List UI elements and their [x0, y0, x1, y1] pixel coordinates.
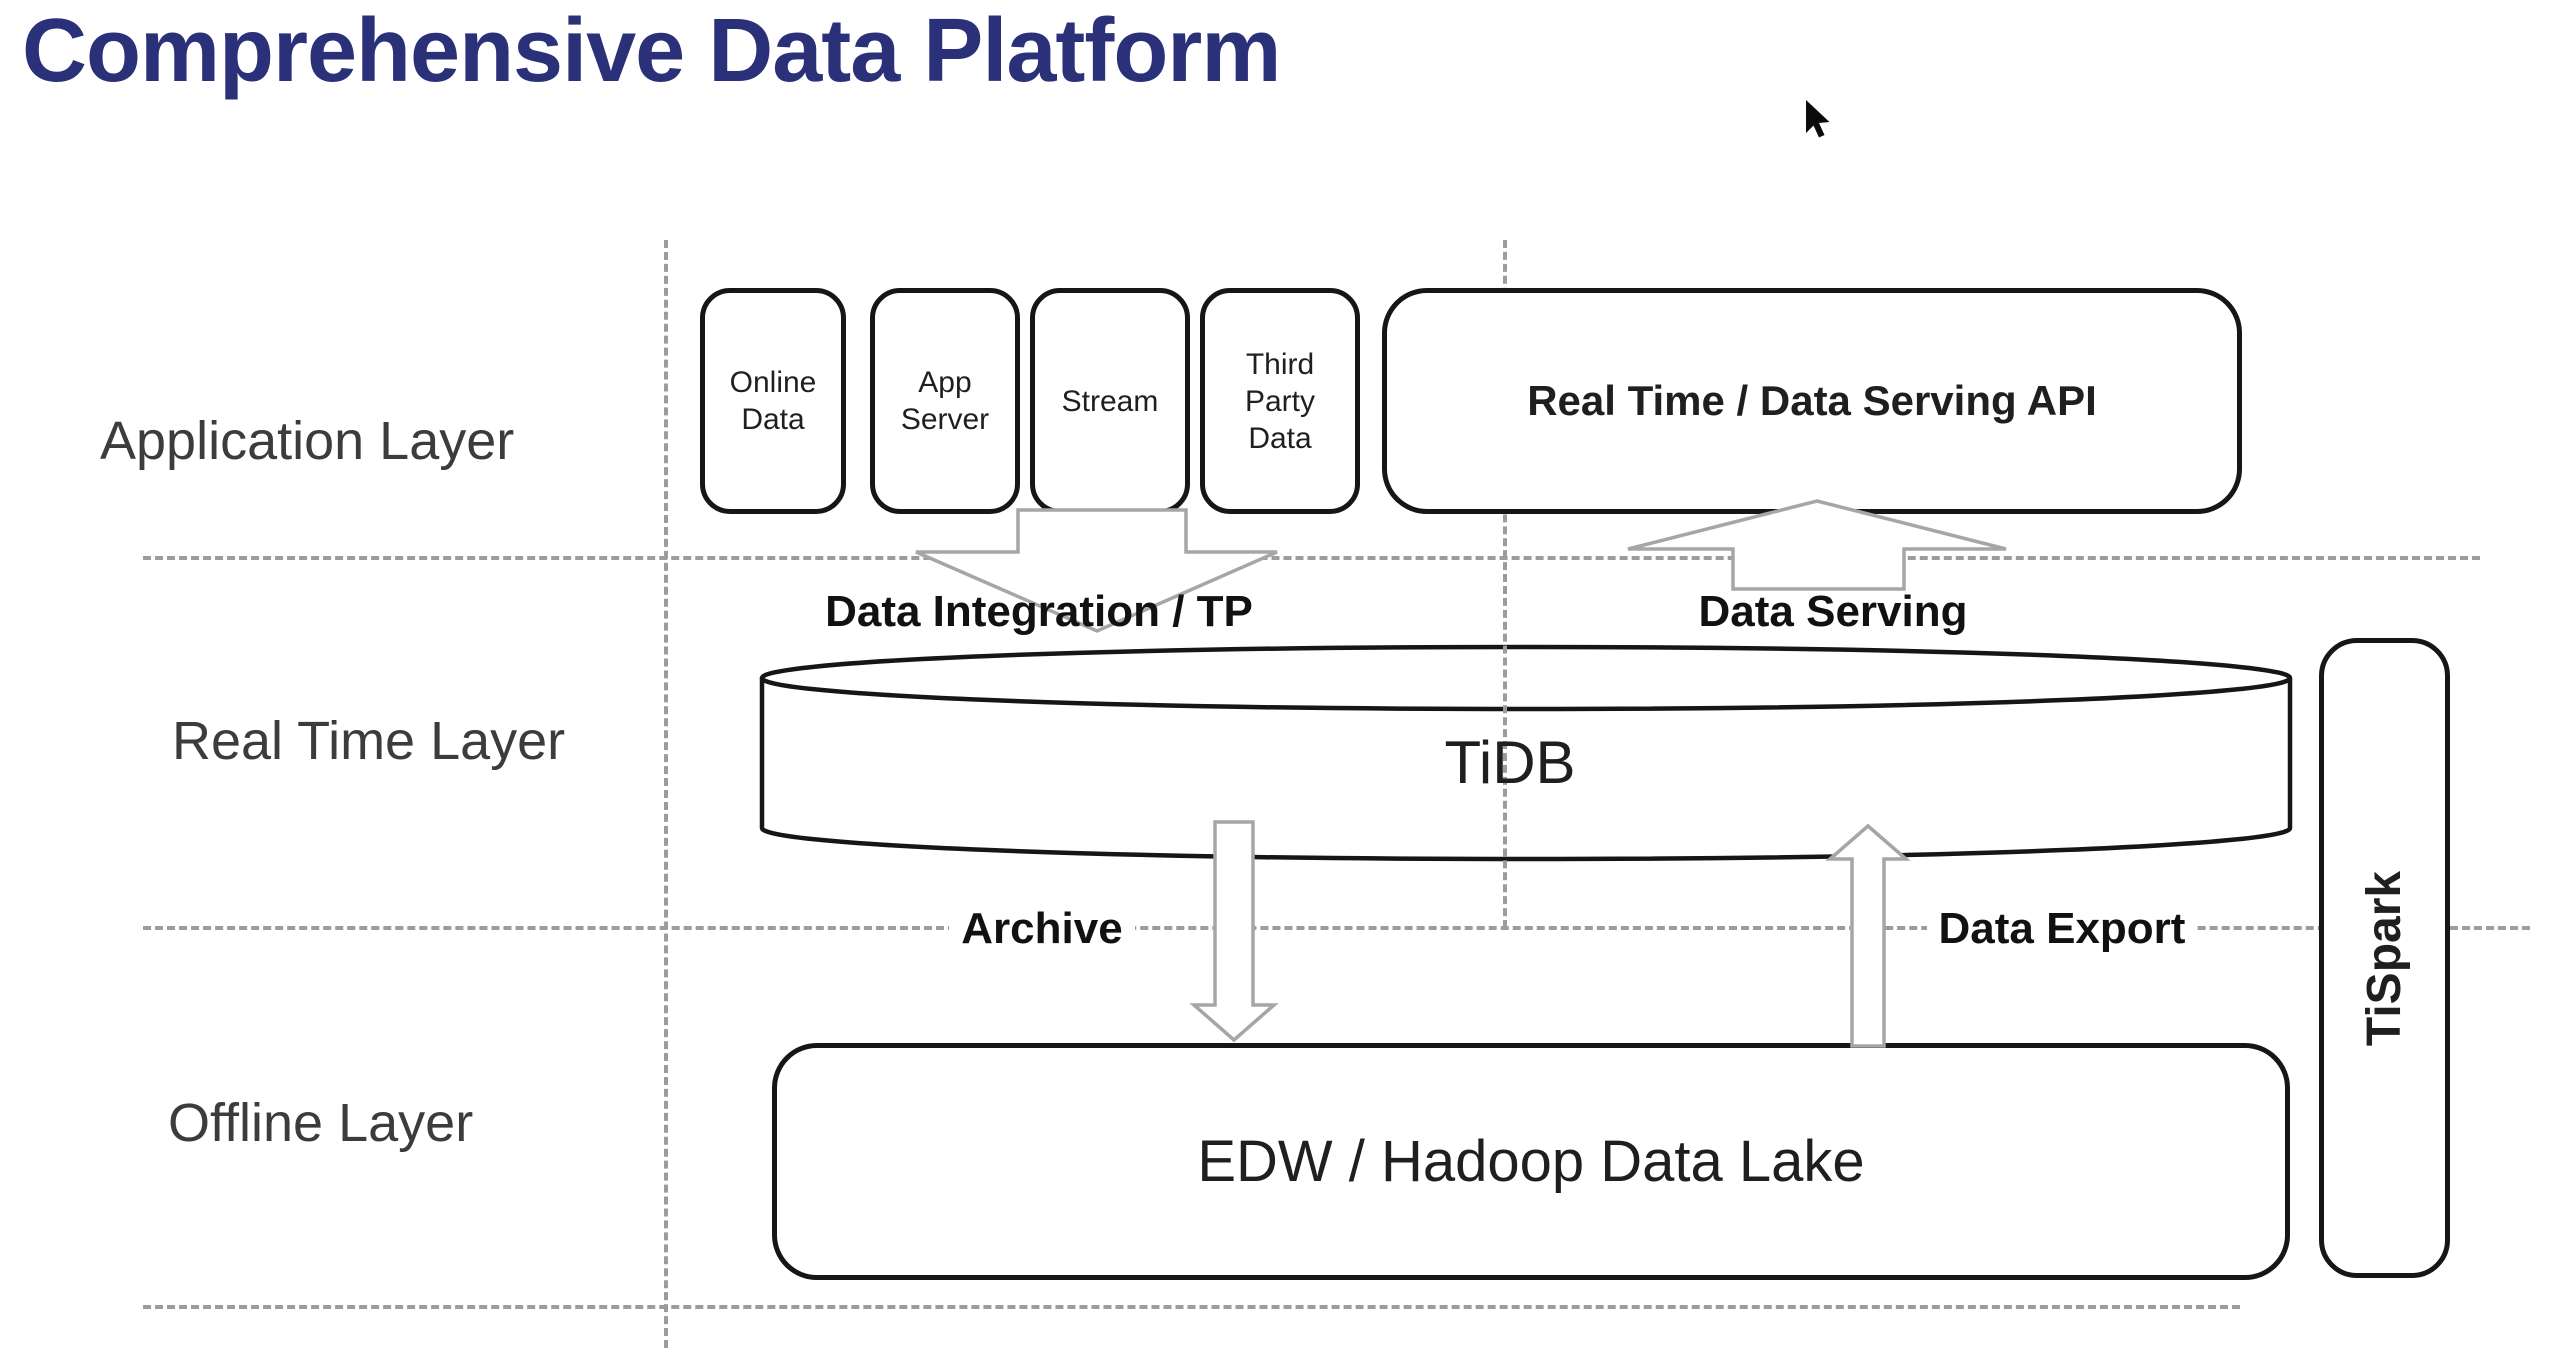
label-application-layer: Application Layer: [100, 411, 515, 471]
box-online-data: Online Data: [700, 288, 846, 514]
label-archive: Archive: [917, 904, 1167, 954]
label-data-export: Data Export: [1912, 904, 2212, 954]
box-tispark: TiSpark: [2319, 638, 2450, 1278]
api-box-label: Real Time / Data Serving API: [1527, 377, 2097, 424]
box-online-data-label: Online Data: [729, 366, 817, 436]
arrow-archive: [1189, 820, 1279, 1043]
label-offline-layer: Offline Layer: [168, 1093, 474, 1153]
divider-offline-bottom: [143, 1305, 2240, 1309]
label-data-serving: Data Serving: [1633, 587, 2033, 637]
page-title: Comprehensive Data Platform: [22, 1, 1281, 101]
box-app-server: App Server: [870, 288, 1020, 514]
tidb-label: TiDB: [1444, 729, 1576, 796]
box-third-party-data: Third Party Data: [1200, 288, 1360, 514]
box-edw-hadoop-data-lake: EDW / Hadoop Data Lake: [772, 1043, 2290, 1280]
guide-vertical-right: [1503, 240, 1507, 928]
box-app-server-label: App Server: [900, 366, 990, 436]
arrow-data-export: [1825, 823, 1911, 1048]
box-real-time-data-serving-api: Real Time / Data Serving API: [1382, 288, 2242, 514]
label-data-export-text: Data Export: [1926, 904, 2198, 954]
divider-realtime-offline: [143, 926, 2530, 930]
label-data-serving-text: Data Serving: [1698, 587, 1968, 636]
arrow-data-serving: [1627, 499, 2007, 591]
divider-application-realtime: [143, 556, 2480, 560]
box-stream-label: Stream: [1061, 384, 1159, 418]
label-real-time-layer: Real Time Layer: [172, 711, 566, 771]
box-third-party-data-label: Third Party Data: [1244, 347, 1316, 455]
guide-vertical-left: [664, 240, 668, 1348]
label-data-integration: Data Integration / TP: [789, 587, 1289, 637]
edw-box-label: EDW / Hadoop Data Lake: [1197, 1129, 1865, 1194]
label-archive-text: Archive: [949, 904, 1135, 954]
label-data-integration-text: Data Integration / TP: [825, 587, 1253, 636]
arrow-data-integration: [915, 508, 1278, 633]
